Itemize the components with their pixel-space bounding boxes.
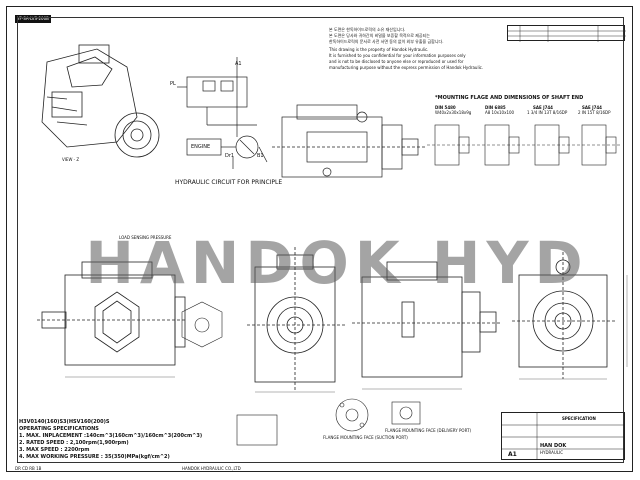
mounting-col-code: SAE J744 — [582, 105, 602, 110]
titleblock-lines — [501, 412, 625, 460]
watermark-text: HANDOK HYD — [85, 229, 589, 297]
notice-line: 한독하이드로릭의 문서로 사전 서면 동의 없이 외부 유출을 금합니다. — [329, 39, 444, 44]
flange-label: FLANGE MOUNTING FACE (SUCTION PORT) — [323, 435, 408, 440]
mounting-col-sub: A8 10x10x100 — [485, 110, 515, 115]
mounting-col-code: DIN 6885 — [485, 105, 506, 110]
footer-left: DR CD RB 1B — [15, 466, 42, 471]
spec-line: 2. RATED SPEED : 2,100rpm(1,900rpm) — [19, 440, 129, 446]
mounting-col-code: SAE J744 — [533, 105, 553, 110]
isometric-pump-view — [41, 44, 160, 158]
notice-line: manufacturing purpose without the expres… — [329, 65, 484, 70]
revision-table — [507, 25, 626, 42]
drawing-stamp: YF-SA-LVS-200B — [15, 15, 51, 23]
document-type: SPECIFICATION — [562, 416, 596, 421]
drawing-sheet: YF-SA-LVS-200B 본 도면은 한독하이드로릭의 소유 재산입니다. … — [6, 6, 633, 472]
technical-drawing — [37, 44, 628, 460]
notice-line: 본 도면은 당사와 귀하간의 비밀을 보증할 목적으로 제공되는 — [329, 33, 430, 38]
footer-company: HANDOK HYDRAULIC CO.,LTD — [182, 466, 241, 471]
circuit-label-a1: A1 — [235, 61, 242, 67]
title-block: HAN DOK HYDRAULIC SPECIFICATION A1 — [501, 412, 625, 460]
mounting-flange-title: *MOUNTING FLAGE AND DIMENSIONS OF SHAFT … — [435, 95, 584, 101]
notice-line: It is furnished to you confidential for … — [329, 53, 466, 58]
revision-grid — [508, 26, 626, 42]
pump-side-view — [37, 261, 187, 366]
circuit-label-pl: PL — [170, 81, 176, 87]
spec-line: 1. MAX. INPLACEMENT :140cm^3(160cm^3)/16… — [19, 433, 203, 439]
mounting-flange-sections — [427, 124, 622, 166]
hydraulic-circuit-title: HYDRAULIC CIRCUIT FOR PRINCIPLE — [175, 179, 283, 186]
section-side-view — [352, 261, 502, 378]
view-label: VIEW - Z — [62, 157, 80, 162]
mounting-col-code: DIN 5480 — [435, 105, 456, 110]
front-view — [247, 247, 347, 392]
mounting-col-sub: 2 IN 15T 8/16DP — [578, 110, 611, 115]
mounting-col-sub: 1 3/4 IN 13T 8/16DP — [527, 110, 568, 115]
dimension-lines — [65, 275, 628, 393]
circuit-label-dr1: Dr1 — [225, 153, 235, 159]
notice-line: 본 도면은 한독하이드로릭의 소유 재산입니다. — [329, 27, 406, 32]
rear-view — [512, 252, 617, 379]
flange-bolt-view — [236, 398, 421, 446]
company-name: HAN DOK — [540, 443, 567, 449]
small-port-view — [181, 301, 223, 348]
circuit-label-b1: B1 — [257, 153, 264, 159]
top-side-view — [272, 104, 427, 178]
drawing-frame — [17, 17, 624, 463]
mounting-col-sub: W40x2x30x18x9g — [435, 110, 472, 115]
flange-label: FLANGE MOUNTING FACE (DELIVERY PORT) — [385, 428, 472, 433]
notice-line: This drawing is the property of Handok H… — [329, 47, 429, 52]
spec-line: 4. MAX WORKING PRESSURE : 35(350)MPa(kgf… — [19, 454, 170, 460]
notice-line: and is not to be disclosed to anyone els… — [329, 59, 464, 64]
hydraulic-circuit — [177, 57, 268, 169]
model-number: H3V0140(160)S3(HSV160(200)S — [19, 419, 110, 425]
load-sensing-label: LOAD SENSING PRESSURE — [119, 235, 172, 240]
spec-heading: OPERATING SPECIFICATIONS — [19, 426, 99, 432]
circuit-label-engine: ENGINE — [191, 144, 211, 150]
company-name-line2: HYDRAULIC — [540, 450, 564, 455]
spec-line: 3. MAX SPEED : 2200rpm — [19, 447, 90, 453]
sheet-size: A1 — [508, 451, 517, 458]
